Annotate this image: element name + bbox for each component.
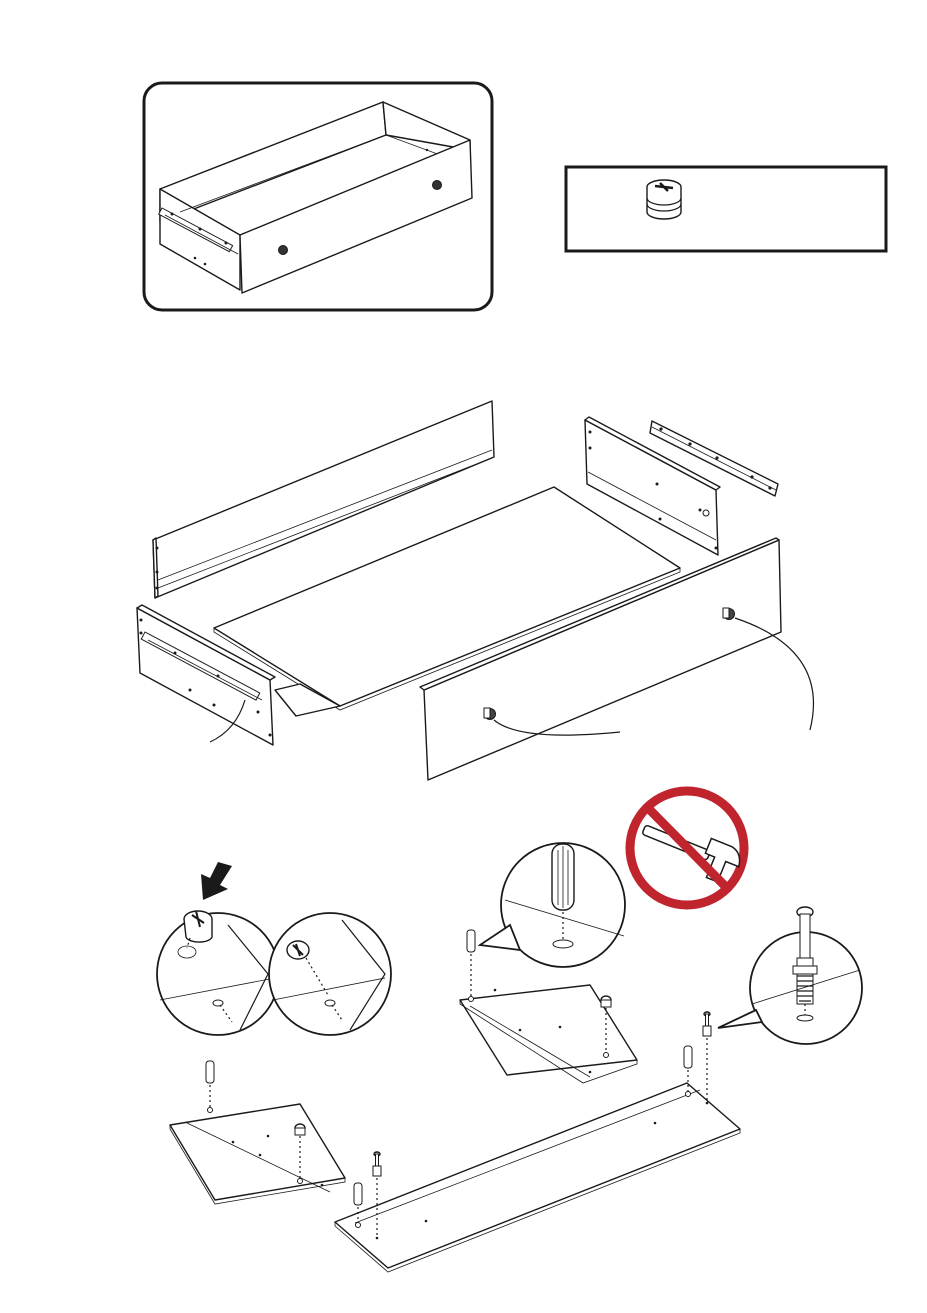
finished-drawer-inset xyxy=(144,83,492,310)
no-hammer-icon xyxy=(630,791,745,905)
cam-bolt-detail xyxy=(718,907,862,1044)
wooden-dowel-detail xyxy=(480,843,625,967)
front-knob-right xyxy=(723,608,735,620)
insert-arrow-icon xyxy=(201,862,232,900)
side-panel-lower xyxy=(170,1061,345,1204)
cam-lock-fitting-icon xyxy=(647,180,681,219)
cam-lock-insertion-steps xyxy=(157,862,391,1035)
hardware-legend xyxy=(566,167,886,251)
front-knob-left xyxy=(484,708,496,720)
exploded-drawer xyxy=(137,401,813,780)
